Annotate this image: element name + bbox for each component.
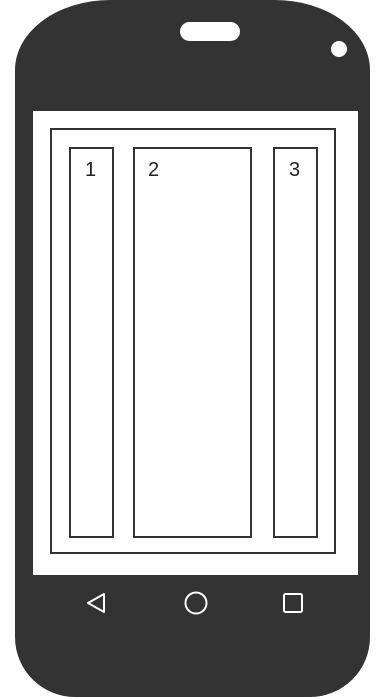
back-triangle-icon [82,588,112,618]
recent-apps-button[interactable] [278,588,308,618]
recent-apps-square-icon [278,588,308,618]
home-circle-icon [181,588,211,618]
speaker-grille [180,22,240,41]
front-camera [331,41,347,57]
column-1[interactable]: 1 [69,147,114,538]
column-3[interactable]: 3 [273,147,318,538]
column-1-label: 1 [85,160,96,180]
column-2[interactable]: 2 [133,147,252,538]
column-2-label: 2 [148,160,159,180]
home-button[interactable] [181,588,211,618]
column-3-label: 3 [289,160,300,180]
back-button[interactable] [82,588,112,618]
